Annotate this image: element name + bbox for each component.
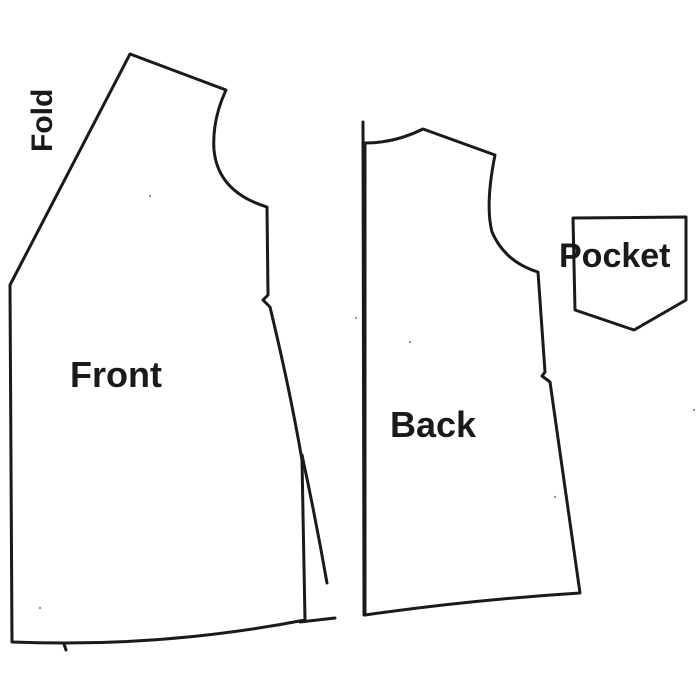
front-side-seam-extension <box>300 453 329 585</box>
pocket-piece-outline <box>571 215 688 332</box>
scan-speck <box>38 606 42 610</box>
front-piece: Front <box>8 52 337 652</box>
back-piece: Back <box>361 120 582 617</box>
scan-speck <box>553 495 557 499</box>
front-hem-notch <box>62 642 68 652</box>
pocket-label: Pocket <box>559 237 671 275</box>
front-hem-extension <box>298 616 337 624</box>
back-label: Back <box>390 404 477 445</box>
fold-label: Fold <box>26 89 59 152</box>
pocket-piece: Pocket <box>559 215 688 332</box>
back-center-fold-line <box>361 120 366 617</box>
scan-speck <box>354 316 358 320</box>
back-piece-outline <box>363 127 582 617</box>
scan-speck <box>408 340 412 344</box>
front-label: Front <box>70 354 162 395</box>
front-piece-outline <box>8 52 307 645</box>
scan-speck <box>692 408 696 412</box>
scan-speck <box>148 194 152 198</box>
